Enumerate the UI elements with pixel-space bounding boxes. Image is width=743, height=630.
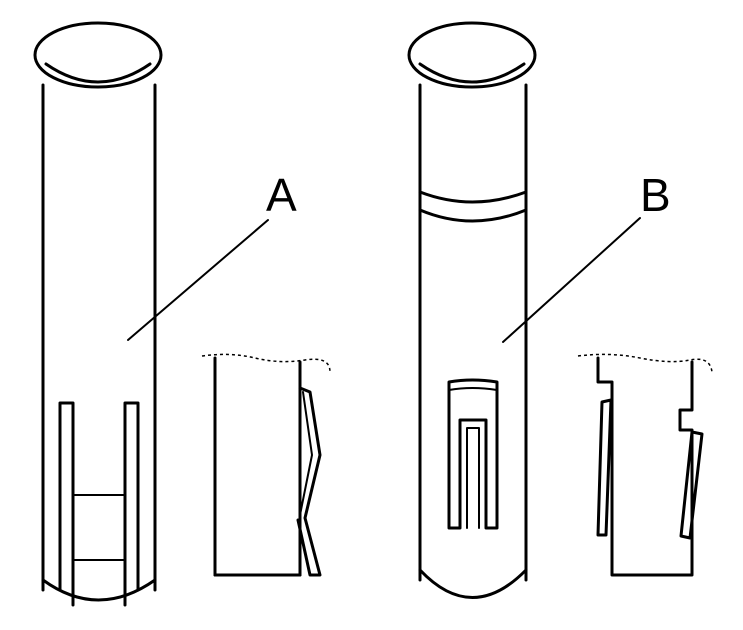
section-b [577, 353, 713, 577]
pin-b-top-rim [407, 21, 537, 89]
pin-b-rim-inner-curve [418, 62, 526, 84]
section-b-right-contact [679, 430, 704, 540]
pin-a [33, 21, 269, 607]
pin-a-right-slot [123, 401, 140, 607]
pin-a-rim-inner-curve [44, 62, 152, 84]
pin-b-spring-window [447, 378, 499, 530]
section-a-spring-contact [296, 386, 322, 577]
section-a-spring-inner [299, 391, 313, 516]
pin-b-leader-line [502, 217, 641, 343]
label-b: B [640, 169, 671, 221]
section-b-break-line [577, 353, 713, 373]
pin-a-top-rim [33, 21, 163, 89]
pin-a-leader-line [127, 219, 269, 341]
label-a: A [266, 169, 297, 221]
pin-b-window-edge [448, 387, 498, 391]
pin-b-collar-top [418, 190, 528, 204]
section-a-break-line [201, 353, 331, 373]
pin-b-collar-bottom [418, 208, 528, 223]
section-b-left-contact [596, 398, 613, 537]
pin-a-left-slot [58, 401, 75, 607]
pin-b-bottom [418, 568, 528, 599]
pin-b [407, 21, 641, 599]
section-b-outline [596, 356, 694, 577]
pin-a-bottom [41, 578, 157, 602]
section-a [201, 353, 331, 577]
pin-b-tongue-inner [466, 427, 480, 529]
